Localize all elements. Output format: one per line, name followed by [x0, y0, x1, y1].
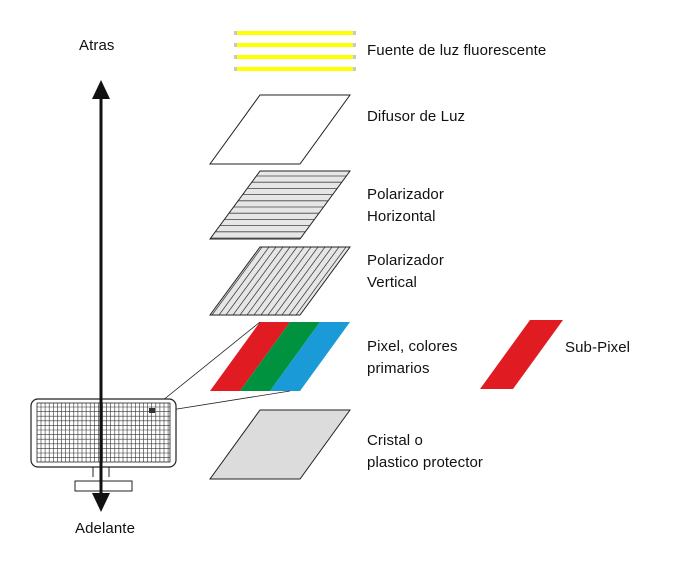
red-subpixel	[210, 322, 290, 391]
fluorescent-tube	[234, 43, 356, 47]
fluorescent-light-layer	[234, 31, 356, 71]
diffuser-label: Difusor de Luz	[367, 108, 466, 125]
pattern-line	[274, 247, 326, 315]
pattern-line	[246, 247, 298, 315]
vertical-polarizer-sheet	[209, 246, 351, 316]
fluorescent-light-label: Fuente de luz fluorescente	[367, 42, 547, 59]
label-line: plastico protector	[367, 454, 484, 471]
green-subpixel	[240, 322, 320, 391]
pattern-line	[232, 247, 284, 315]
fluorescent-tube	[234, 67, 356, 71]
pattern-line	[281, 247, 333, 315]
label-line: Polarizador	[367, 186, 444, 203]
pattern-line	[211, 247, 263, 315]
monitor	[30, 398, 177, 492]
pattern-line	[260, 247, 312, 315]
protector-sheet	[209, 409, 351, 480]
axis-bottom-label: Adelante	[75, 520, 136, 537]
pattern-line	[239, 247, 291, 315]
horizontal-polarizer-label: Polarizador Horizontal	[367, 184, 444, 228]
pattern-line	[225, 247, 277, 315]
pixel-label: Pixel, colores primarios	[367, 336, 458, 380]
pattern-line	[267, 247, 319, 315]
label-line: primarios	[367, 360, 430, 377]
monitor-highlighted-pixel	[149, 408, 155, 413]
pattern-line	[295, 247, 347, 315]
axis-top-label: Atras	[79, 37, 115, 54]
diffuser-sheet	[209, 94, 351, 165]
label-line: Vertical	[367, 274, 417, 291]
horizontal-polarizer-sheet	[209, 170, 351, 240]
monitor-base	[74, 480, 133, 492]
blue-subpixel	[270, 322, 350, 391]
label-line: Cristal o	[367, 432, 423, 449]
fluorescent-tube	[234, 55, 356, 59]
vertical-polarizer-label: Polarizador Vertical	[367, 250, 444, 294]
fluorescent-tube	[234, 31, 356, 35]
subpixel-example	[480, 320, 563, 389]
pattern-line	[288, 247, 340, 315]
pattern-line	[253, 247, 305, 315]
rgb-pixel	[210, 322, 350, 391]
subpixel-label: Sub-Pixel	[565, 339, 631, 356]
label-line: Pixel, colores	[367, 338, 458, 355]
protector-label: Cristal o plastico protector	[367, 430, 483, 474]
pattern-line	[218, 247, 270, 315]
label-line: Polarizador	[367, 252, 444, 269]
monitor-stand	[92, 467, 110, 477]
label-line: Horizontal	[367, 208, 436, 225]
